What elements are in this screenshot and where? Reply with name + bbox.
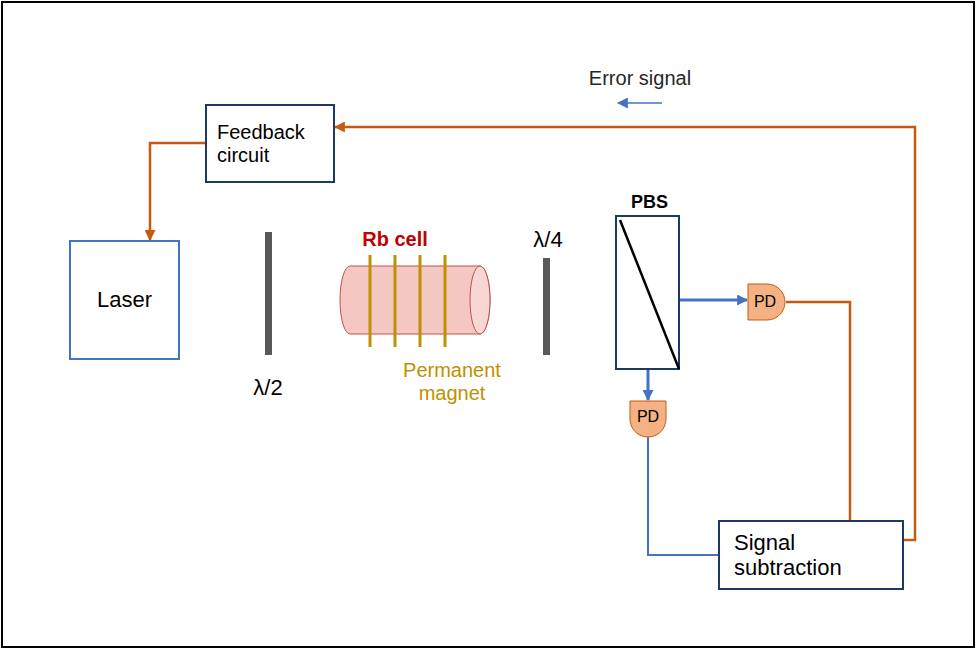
half-wave-plate	[265, 232, 272, 355]
magnet-ring	[369, 255, 372, 347]
node-label: Laser	[97, 287, 152, 312]
magnet-ring	[419, 255, 422, 347]
cell-body	[340, 265, 490, 335]
signal-wire	[680, 299, 747, 302]
signal-wire	[335, 127, 915, 540]
signal-wire	[786, 302, 850, 520]
node-label: PD	[754, 293, 776, 311]
laser-beam	[490, 298, 615, 303]
vapor-cell: Rb cell	[340, 265, 490, 335]
node-label: Signal subtraction	[734, 530, 888, 581]
magnet-ring	[394, 255, 397, 347]
node-label: PD	[637, 408, 659, 426]
part-heading: PBS	[617, 192, 682, 213]
signal-wire	[648, 437, 718, 555]
part-heading: Rb cell	[340, 228, 450, 251]
direction-arrow	[618, 102, 662, 104]
signal-label: Error signal	[570, 67, 710, 90]
laser-beam	[180, 298, 340, 303]
photodiode: PD	[629, 400, 667, 438]
node-label: Feedback circuit	[217, 121, 323, 167]
subtraction-box: Signal subtraction	[718, 520, 904, 590]
feedback-box: Feedback circuit	[205, 104, 335, 183]
signal-wire	[150, 143, 205, 240]
cell-window	[470, 266, 490, 334]
signal-wire	[647, 370, 650, 400]
magnet-ring	[444, 255, 447, 347]
beam-splitter: PBS	[615, 215, 680, 370]
plate-label: λ/4	[518, 227, 578, 252]
splitter-diagonal	[620, 220, 679, 369]
magnet-label: Permanent magnet	[397, 359, 507, 405]
photodiode: PD	[747, 283, 787, 321]
quarter-wave-plate	[543, 258, 550, 355]
plate-label: λ/2	[238, 375, 298, 400]
laser-box: Laser	[69, 240, 180, 360]
photodiode-shape	[630, 401, 666, 437]
photodiode-shape	[748, 284, 785, 320]
splitter-diagonal	[617, 217, 682, 372]
cell-body	[340, 266, 490, 334]
